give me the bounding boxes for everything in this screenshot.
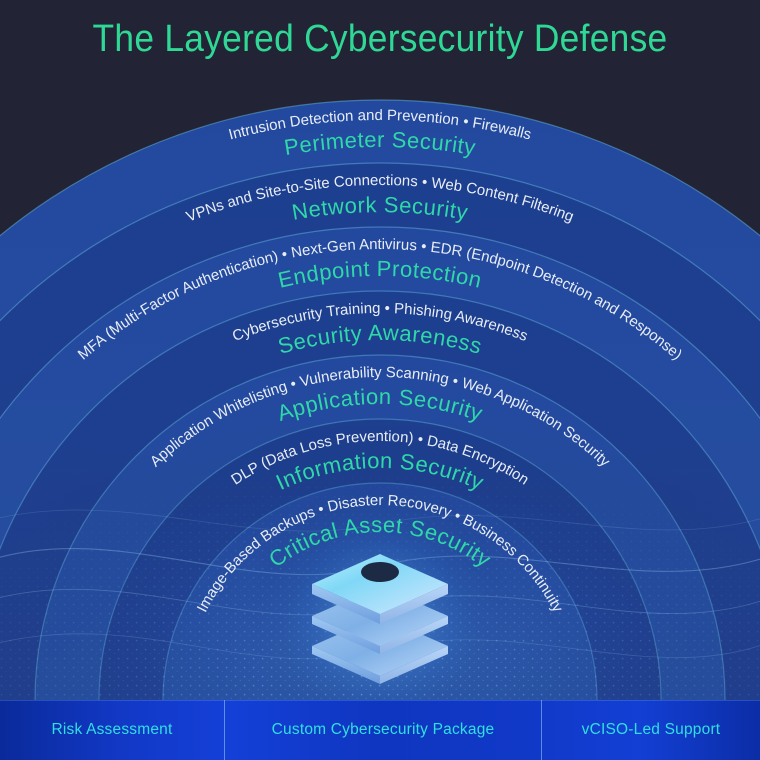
footer-item-risk-assessment[interactable]: Risk Assessment xyxy=(0,700,224,760)
footer-item-vciso-led-support[interactable]: vCISO-Led Support xyxy=(542,700,760,760)
footer-divider xyxy=(224,700,225,760)
footer-item-custom-cybersecurity-package[interactable]: Custom Cybersecurity Package xyxy=(225,700,541,760)
footer-item-label: vCISO-Led Support xyxy=(581,721,721,738)
footer-bar: Risk Assessment Custom Cybersecurity Pac… xyxy=(0,700,760,760)
footer-item-label: Custom Cybersecurity Package xyxy=(271,721,495,738)
footer-item-label: Risk Assessment xyxy=(51,721,173,738)
page-title: The Layered Cybersecurity Defense xyxy=(92,18,668,60)
footer-divider xyxy=(541,700,542,760)
